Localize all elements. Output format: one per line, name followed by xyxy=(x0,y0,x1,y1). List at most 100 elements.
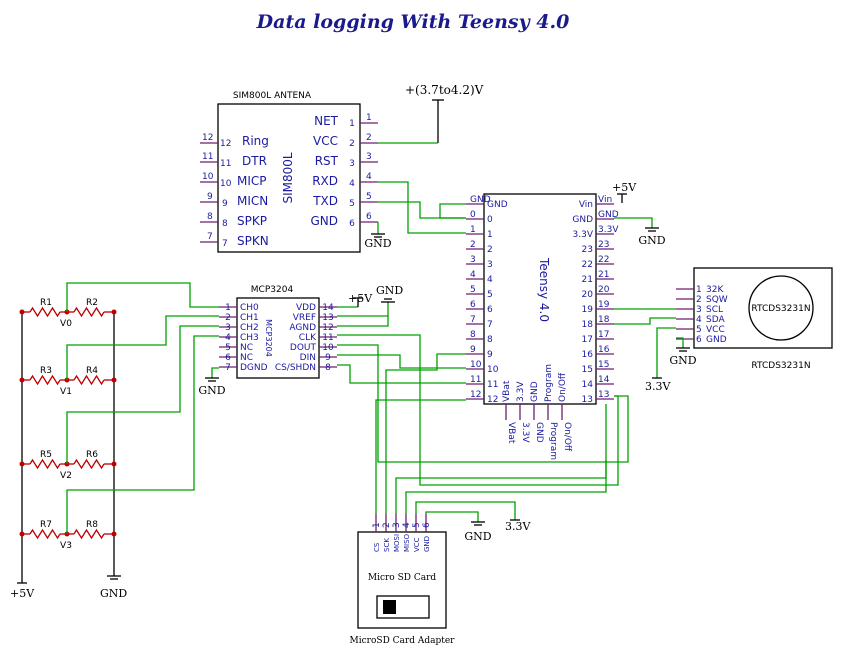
teensy-right-label: 13 xyxy=(582,395,593,405)
sd-pin-num: 5 xyxy=(412,522,422,528)
mcp-left-label: CH2 xyxy=(240,323,259,333)
sim-pin-11-outer: 11 xyxy=(202,152,213,162)
teensy-right-pin-num: 21 xyxy=(598,270,609,280)
node-label: V0 xyxy=(60,319,72,329)
mcp-5v-text: +5V xyxy=(348,292,373,305)
sim-txd-label: TXD xyxy=(312,194,338,208)
teensy-right-pin-num: 23 xyxy=(598,240,609,250)
rtc-gnd-text: GND xyxy=(669,354,696,367)
sim800l-header: SIM800L ANTENA xyxy=(233,91,312,101)
sd-pin-label: MISO xyxy=(403,533,411,552)
sd-pin-label: GND xyxy=(423,536,431,552)
mcp-left-pin-num: 3 xyxy=(225,323,231,333)
teensy-bottom-label: Program xyxy=(544,364,554,402)
sim-spkp-label: SPKP xyxy=(237,214,267,228)
teensy-right-pin-num: 14 xyxy=(598,375,610,385)
sim800l-right-pins: NET VCC RST RXD TXD GND 1 2 3 4 5 6 1 2 … xyxy=(310,113,378,229)
teensy-right-label: 14 xyxy=(582,380,594,390)
sd-caption: MicroSD Card Adapter xyxy=(350,636,456,646)
mcp-right-label: CLK xyxy=(299,333,317,343)
teensy-left-label: 9 xyxy=(487,350,493,360)
sd-pin-label: CS xyxy=(373,542,381,552)
resistor-label: R5 xyxy=(40,450,52,460)
sd-pin-label: SCK xyxy=(383,538,391,552)
teensy-left-pin-num: 7 xyxy=(470,315,476,325)
teensy-right-label: 23 xyxy=(582,245,593,255)
resistor-body xyxy=(73,528,105,540)
teensy-bottom-pin-num: On/Off xyxy=(562,422,572,452)
sd-33v-text: 3.3V xyxy=(505,520,531,533)
rtc-33v-text: 3.3V xyxy=(645,380,671,393)
wire-mcp-dout xyxy=(337,344,629,463)
sim-pin-8: 8 xyxy=(222,219,228,229)
mcp-right-label: VREF xyxy=(293,313,316,323)
rtc-caption: RTCDS3231N xyxy=(751,361,810,371)
sim-pin-9-outer: 9 xyxy=(207,192,213,202)
teensy-right-label: GND xyxy=(572,215,593,225)
teensy-right-pin-num: 17 xyxy=(598,330,609,340)
teensy-bottom-pin-num: GND xyxy=(534,422,544,443)
mcp-left-pin-num: 5 xyxy=(225,343,231,353)
vbat-label: +(3.7to4.2)V xyxy=(405,83,484,97)
resistor-body xyxy=(73,374,105,386)
teensy-left-label: 7 xyxy=(487,320,493,330)
ladder-gnd-text: GND xyxy=(100,587,127,600)
teensy-bottom-label: GND xyxy=(530,381,540,402)
sim-pin-5-outer: 5 xyxy=(366,192,372,202)
sd-pin-num: 1 xyxy=(372,522,382,528)
sim-pin-4-outer: 4 xyxy=(366,172,372,182)
sim-spkn-label: SPKN xyxy=(237,234,269,248)
mcp-right-pin-num: 9 xyxy=(325,353,331,363)
teensy-gnd-text: GND xyxy=(638,234,665,247)
rtc-pin-label: SDA xyxy=(706,315,725,325)
sim-pin-7-outer: 7 xyxy=(207,232,213,242)
mcp-left-pin-num: 4 xyxy=(225,333,231,343)
wire-sd-miso xyxy=(405,460,607,514)
mcp-power: +5V GND GND xyxy=(198,284,403,397)
sim-pin-2-outer: 2 xyxy=(366,133,372,143)
mcp-left-label: CH3 xyxy=(240,333,259,343)
teensy-left-label: 10 xyxy=(487,365,499,375)
sim-pin-2: 2 xyxy=(349,139,355,149)
sd-card-adapter: Micro SD Card MicroSD Card Adapter CS1SC… xyxy=(350,514,456,646)
resistor-body xyxy=(73,306,105,318)
wire-rtc-gnd xyxy=(676,337,684,348)
teensy-right-label: 19 xyxy=(582,305,594,315)
sd-pin-num: 4 xyxy=(402,522,412,528)
teensy-left-pin-num: 5 xyxy=(470,285,476,295)
resistor-label: R8 xyxy=(86,520,98,530)
sim-pin-12-outer: 12 xyxy=(202,133,213,143)
teensy-right-label: 15 xyxy=(582,365,593,375)
teensy-left-pin-num: 4 xyxy=(470,270,476,280)
teensy-left-pin-num: 0 xyxy=(470,210,476,220)
node-label: V1 xyxy=(60,387,72,397)
sim-pin-1-outer: 1 xyxy=(366,113,372,123)
resistor-body xyxy=(29,528,61,540)
sim-ring-label: Ring xyxy=(242,134,269,148)
sim-pin-6-outer: 6 xyxy=(366,212,372,222)
resistor-body xyxy=(73,458,105,470)
teensy-bottom-label: VBat xyxy=(502,380,512,402)
teensy-right-pin-num: 19 xyxy=(598,300,610,310)
ladder-5v-text: +5V xyxy=(10,587,35,600)
sim-vcc-label: VCC xyxy=(313,134,338,148)
sim-rxd-label: RXD xyxy=(312,174,338,188)
teensy-left-label: 2 xyxy=(487,245,493,255)
sim-pin-1: 1 xyxy=(349,119,355,129)
sd-gnd-text: GND xyxy=(464,530,491,543)
teensy-left-pin-num: 1 xyxy=(470,225,476,235)
sim-pin-6: 6 xyxy=(349,219,355,229)
teensy-left-pin-num: 6 xyxy=(470,300,476,310)
wire-sd-gnd xyxy=(425,511,479,522)
resistor-body xyxy=(29,374,61,386)
rtc-pin-num: 1 xyxy=(696,285,702,295)
teensy-bottom-pin-num: VBat xyxy=(506,422,516,444)
sim-micn-label: MICN xyxy=(237,194,268,208)
teensy-bottom-pin-num: Program xyxy=(548,422,558,460)
teensy-left-label: 1 xyxy=(487,230,493,240)
wire-sd-mosi xyxy=(395,404,607,514)
teensy-left-pin-num: GND xyxy=(470,195,491,205)
rtc-pin-label: 32K xyxy=(706,285,724,295)
wire-v3 xyxy=(66,335,219,534)
